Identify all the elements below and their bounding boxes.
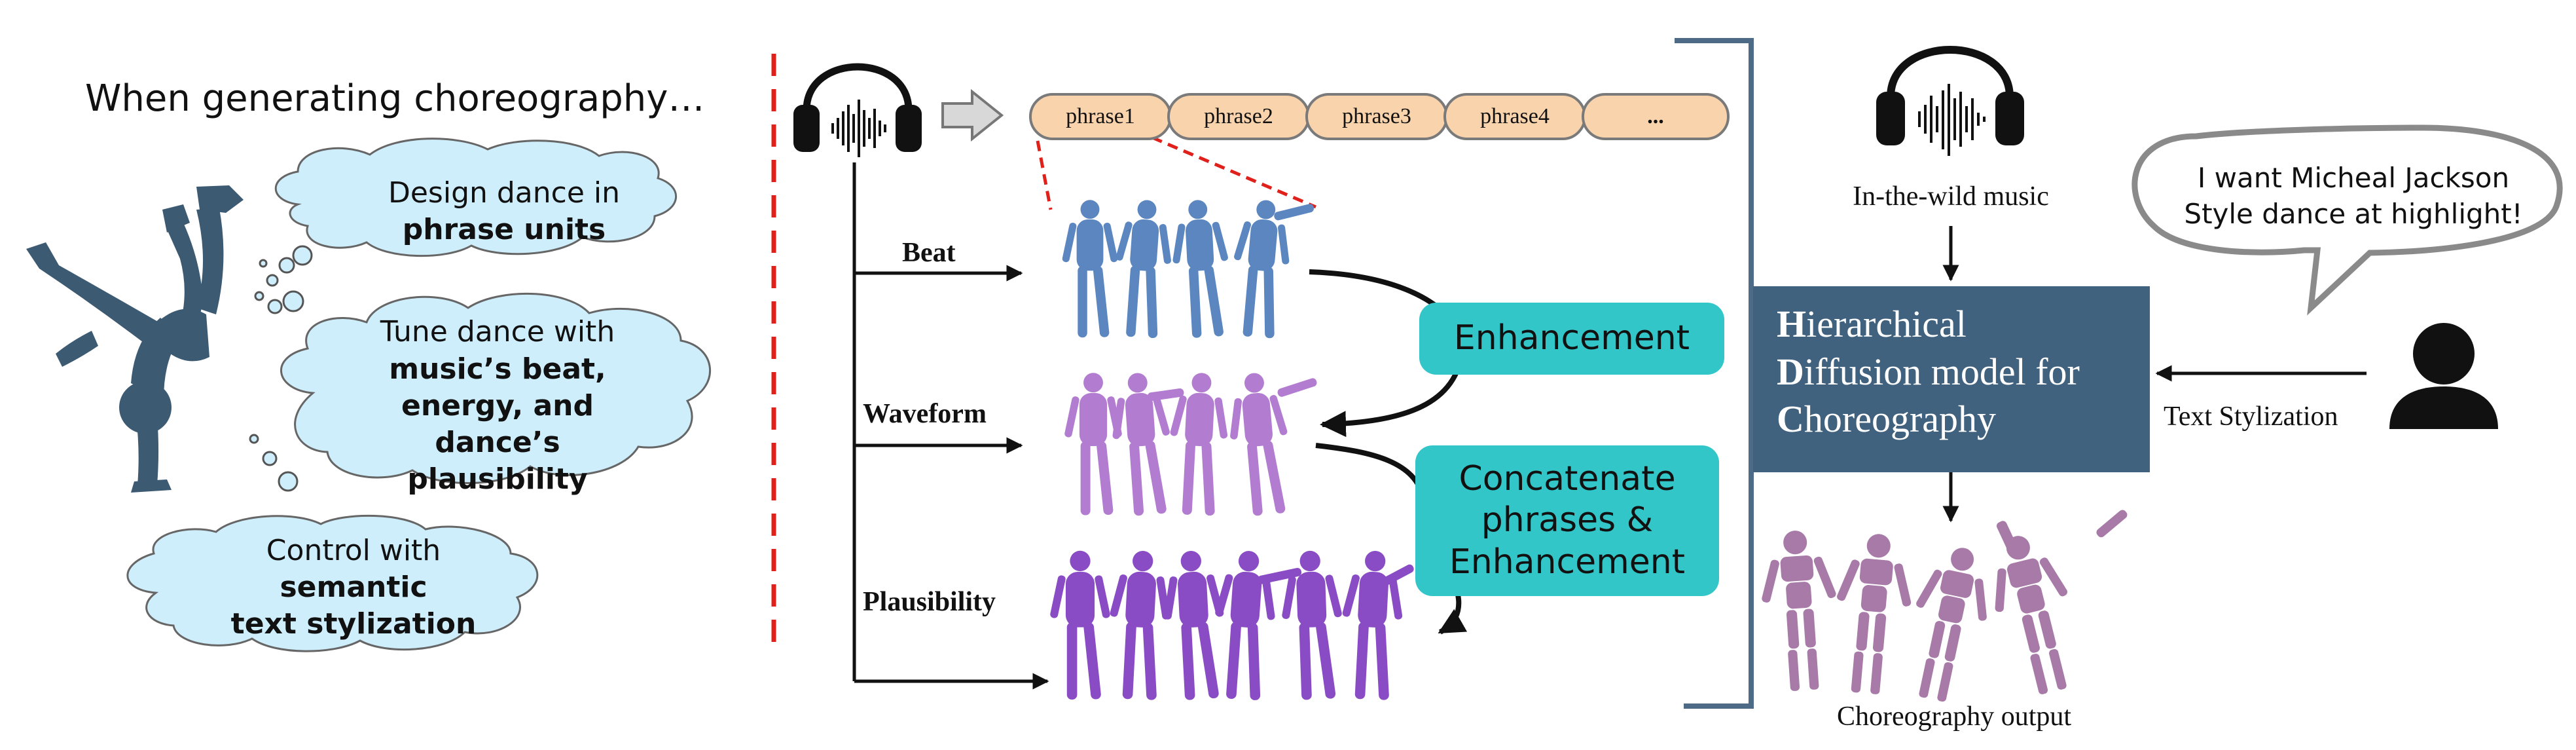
speech-line-1: I want Micheal Jackson xyxy=(2197,162,2510,195)
branch-label-plausibility: Plausibility xyxy=(863,587,996,617)
in-the-wild-label: In-the-wild music xyxy=(1853,181,2049,212)
output-label: Choreography output xyxy=(1836,702,2072,732)
model-line-1-cap: H xyxy=(1777,303,1807,345)
cloud-2-line-3: energy, and xyxy=(401,388,594,422)
zoom-line-right xyxy=(1152,136,1316,209)
plausibility-figures xyxy=(1049,548,1414,702)
cloud-3-line-1: Control with xyxy=(266,533,441,567)
cloud-3-line-3: text stylization xyxy=(230,607,477,641)
text-stylization-label: Text Stylization xyxy=(2164,402,2338,432)
headphones-icon xyxy=(1876,46,2024,156)
speech-text: I want Micheal Jackson Style dance at hi… xyxy=(2160,154,2547,239)
cloud-3-text: Control with semantic text stylization xyxy=(216,532,491,643)
model-line-3-cap: C xyxy=(1777,398,1804,440)
speech-line-2: Style dance at highlight! xyxy=(2184,198,2523,230)
cloud-2-line-2: music’s beat, xyxy=(389,352,606,386)
right-arrow-icon xyxy=(941,88,1004,142)
model-line-3: Choreography xyxy=(1777,396,2150,443)
headphones-icon xyxy=(793,63,922,157)
model-line-1: Hierarchical xyxy=(1777,301,2150,348)
phrase-box-3: phrase3 xyxy=(1305,93,1448,140)
phrase-box-1: phrase1 xyxy=(1029,93,1172,140)
beat-figures xyxy=(1061,197,1315,340)
model-box: Hierarchical Diffusion model for Choreog… xyxy=(1753,286,2150,472)
waveform-figures xyxy=(1064,370,1317,518)
concat-line-1: Concatenate xyxy=(1459,459,1676,498)
cloud-3-line-2: semantic xyxy=(280,570,427,604)
cloud-2-text: Tune dance with music’s beat, energy, an… xyxy=(340,315,655,496)
cloud-3 xyxy=(126,514,539,652)
phrase-box-4: phrase4 xyxy=(1443,93,1586,140)
branch-arrows xyxy=(852,162,1049,690)
concat-enhancement-box: Concatenate phrases & Enhancement xyxy=(1415,445,1719,596)
enhancement-box: Enhancement xyxy=(1419,303,1724,375)
branch-label-waveform: Waveform xyxy=(863,399,987,429)
speech-bubble xyxy=(2132,124,2563,316)
branch-label-beat: Beat xyxy=(902,238,956,268)
person-icon xyxy=(2389,323,2498,429)
phrase-box-more: ... xyxy=(1582,93,1730,140)
model-line-2: Diffusion model for xyxy=(1777,348,2150,396)
thought-dots xyxy=(249,245,313,492)
cloud-1-line-2: phrase units xyxy=(402,213,606,246)
cloud-1 xyxy=(274,138,678,257)
cloud-2-line-4: dance’s plausibility xyxy=(407,426,588,497)
phrase-box-2: phrase2 xyxy=(1167,93,1310,140)
intro-text: When generating choreography… xyxy=(85,77,705,120)
model-line-2-rest: iffusion model for xyxy=(1804,350,2080,393)
cloud-2-line-1: Tune dance with xyxy=(380,315,615,349)
concat-line-2: phrases & xyxy=(1481,500,1654,540)
model-line-3-rest: horeography xyxy=(1804,398,1997,440)
bracket xyxy=(1675,38,1754,709)
flow-arrows xyxy=(1942,226,2367,523)
model-line-1-rest: ierarchical xyxy=(1806,303,1967,345)
model-line-2-cap: D xyxy=(1777,350,1804,393)
cloud-1-line-1: Design dance in xyxy=(388,176,621,210)
cloud-1-text: Design dance in phrase units xyxy=(367,176,642,248)
concat-line-3: Enhancement xyxy=(1449,542,1686,582)
cloud-2 xyxy=(280,292,711,485)
zoom-line-left xyxy=(1036,140,1053,210)
output-figures xyxy=(1756,510,2128,707)
breakdancer-silhouette xyxy=(26,185,244,493)
